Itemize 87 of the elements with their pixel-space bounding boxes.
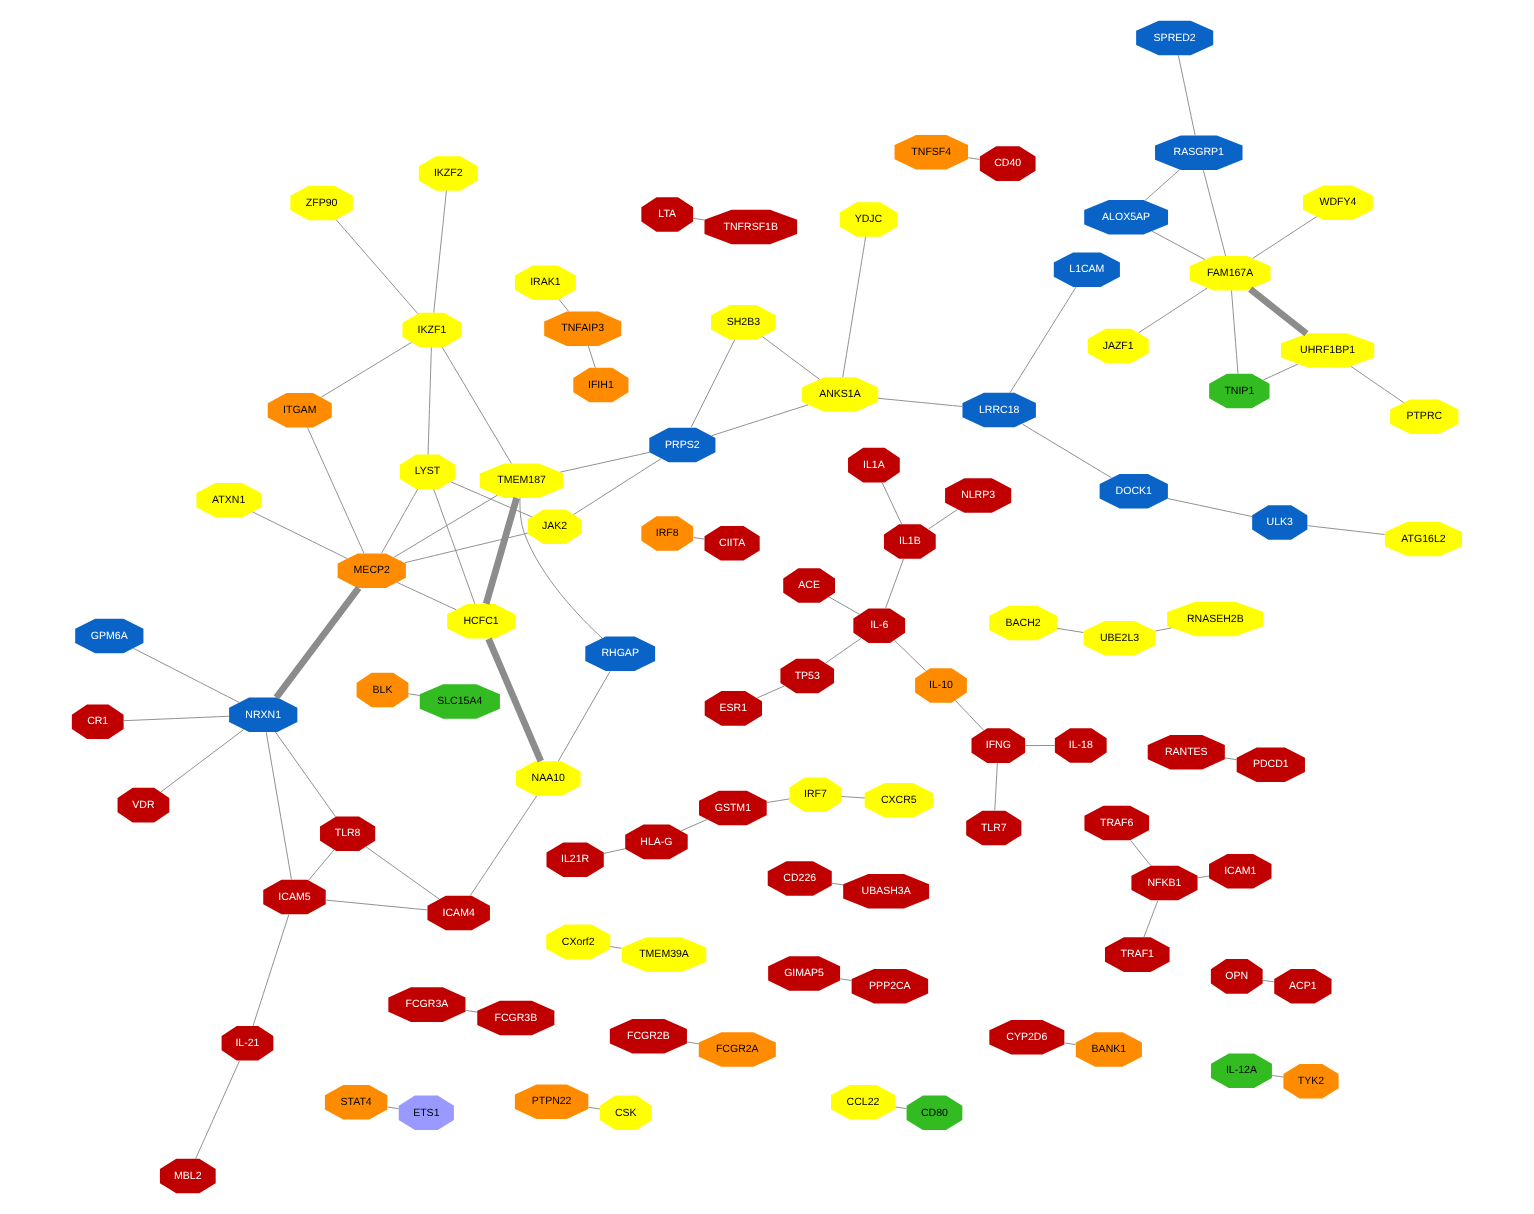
connector <box>441 347 512 464</box>
connector <box>1143 899 1159 938</box>
connector <box>252 913 290 1027</box>
connector <box>558 299 569 312</box>
connector <box>408 693 421 696</box>
connector <box>387 1106 399 1110</box>
connector <box>469 795 538 896</box>
connector <box>994 762 998 812</box>
connector <box>396 581 457 611</box>
connector <box>1224 757 1238 761</box>
connector <box>1271 1074 1284 1078</box>
connector <box>1064 1042 1077 1046</box>
connector <box>686 1041 700 1045</box>
connector <box>1252 216 1317 259</box>
connector <box>839 978 853 981</box>
connector <box>1009 286 1077 394</box>
connector <box>711 404 809 437</box>
connector <box>828 596 860 615</box>
connector <box>560 451 650 473</box>
connector <box>825 637 862 664</box>
connector <box>1144 169 1181 201</box>
connector <box>603 848 626 854</box>
connector <box>877 397 963 407</box>
connector <box>393 494 498 558</box>
connector <box>132 647 240 703</box>
connector <box>1167 498 1253 518</box>
connector <box>954 699 985 731</box>
connector <box>1024 745 1056 747</box>
connector <box>841 796 866 799</box>
connector <box>450 481 533 518</box>
connector <box>1202 169 1227 257</box>
connector <box>325 899 428 911</box>
connector <box>609 946 623 949</box>
connector <box>404 532 529 564</box>
connector <box>1130 840 1152 867</box>
connector <box>894 1106 907 1110</box>
connector <box>588 1106 601 1110</box>
connector <box>433 488 476 605</box>
connector <box>1262 979 1275 983</box>
connector <box>831 882 844 886</box>
connector <box>433 190 447 313</box>
connector <box>308 849 335 881</box>
connector <box>465 1009 478 1013</box>
connector <box>557 670 611 762</box>
connector <box>160 729 245 793</box>
connector <box>1262 363 1299 381</box>
connector <box>927 508 959 530</box>
connector <box>123 715 230 722</box>
connector <box>1248 286 1309 337</box>
connector <box>1151 230 1206 260</box>
connector <box>365 846 440 900</box>
connector <box>762 336 820 380</box>
connector <box>881 482 903 525</box>
connector <box>1306 525 1386 535</box>
connector <box>1350 365 1405 404</box>
connector <box>680 819 708 832</box>
connector <box>320 342 412 398</box>
connector <box>587 345 596 369</box>
connector <box>485 637 544 763</box>
connector <box>692 217 706 221</box>
connector <box>335 219 419 315</box>
connector <box>1177 55 1196 136</box>
connector <box>692 537 706 540</box>
connector <box>482 497 520 605</box>
connector <box>381 488 419 554</box>
connector <box>1138 287 1208 334</box>
connector <box>273 586 362 700</box>
connector <box>195 1060 241 1160</box>
connector <box>690 339 736 428</box>
connector <box>307 427 365 554</box>
connector <box>1231 290 1239 374</box>
connector <box>1197 875 1210 879</box>
connector <box>766 798 790 803</box>
connector <box>756 685 785 699</box>
connector <box>1021 423 1113 479</box>
connector <box>252 511 348 559</box>
connector <box>573 458 662 515</box>
connector <box>893 639 927 672</box>
connector <box>885 558 904 609</box>
connector <box>1155 627 1172 632</box>
connector <box>967 157 980 160</box>
connector <box>427 346 432 455</box>
connector <box>519 497 603 639</box>
connector <box>265 731 292 881</box>
connector <box>842 236 867 378</box>
connector <box>1056 627 1084 633</box>
connector <box>275 731 337 818</box>
